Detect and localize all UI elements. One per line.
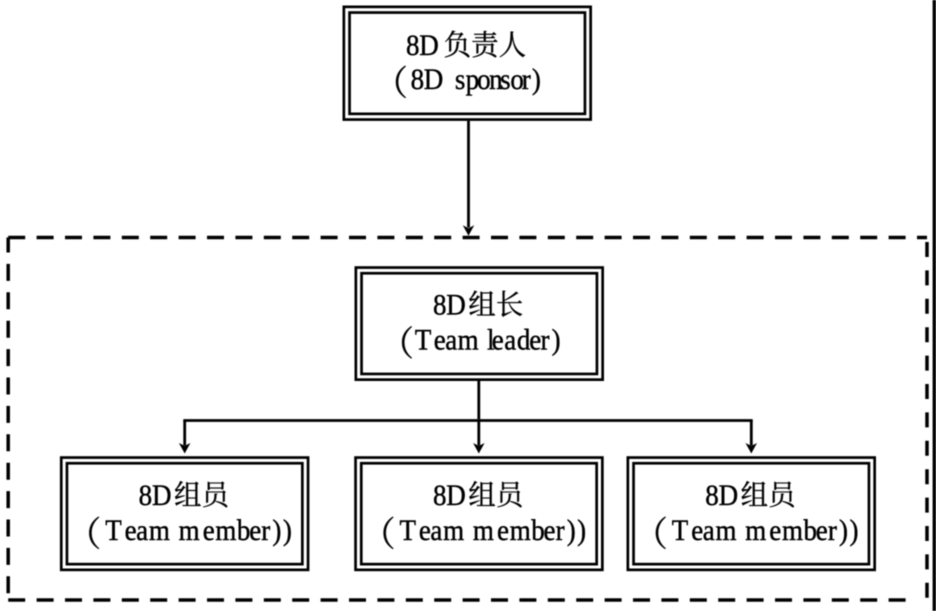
svg-text:Team member)): Team member)) bbox=[672, 515, 859, 548]
svg-text:8D: 8D bbox=[433, 289, 466, 322]
svg-text:8D: 8D bbox=[705, 480, 738, 513]
svg-text:Team member)): Team member)) bbox=[105, 515, 292, 548]
svg-text:8D: 8D bbox=[139, 480, 172, 513]
svg-text:8D sponsor): 8D sponsor) bbox=[411, 64, 541, 97]
svg-text:8D: 8D bbox=[433, 480, 466, 513]
svg-text:Team member)): Team member)) bbox=[400, 515, 587, 548]
svg-text:8D: 8D bbox=[406, 30, 439, 63]
svg-text:Team leader): Team leader) bbox=[415, 324, 561, 357]
